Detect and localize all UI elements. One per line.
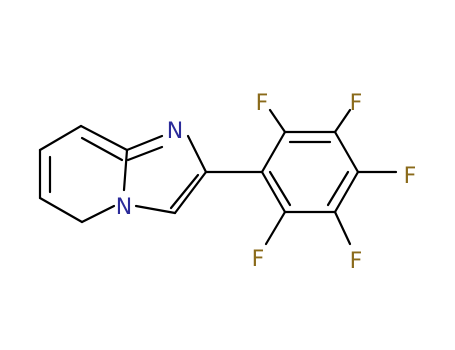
bond-line [260, 170, 287, 214]
bond-line [80, 136, 124, 162]
bond-line [326, 170, 350, 207]
atom-label-f-meta-top: F [350, 91, 363, 116]
bond-line [80, 204, 116, 224]
bond-line [173, 170, 208, 215]
atom-label-f-ortho-top: F [256, 91, 269, 116]
bond-layer [38, 108, 398, 246]
bond-line [268, 170, 292, 207]
bond-line [260, 130, 287, 174]
bond-line [38, 196, 84, 224]
bond-line [333, 210, 352, 246]
atom-label-n-bridgehead: N [116, 195, 132, 220]
atom-label-f-para: F [404, 164, 417, 189]
bond-line [333, 170, 360, 214]
bond-line [186, 134, 208, 174]
bond-line [264, 210, 287, 246]
atom-label-n-imine: N [167, 119, 183, 144]
bond-line [79, 124, 129, 152]
bond-line [268, 108, 287, 134]
bond-line [122, 148, 129, 192]
atom-label-f-ortho-bottom: F [252, 247, 265, 272]
bond-line [333, 108, 352, 134]
bond-line [38, 124, 83, 152]
bond-line [169, 173, 200, 210]
bond-line [126, 145, 164, 162]
bond-line [333, 130, 360, 174]
bond-line [125, 134, 164, 152]
bond-line [134, 204, 177, 215]
atom-label-f-meta-bottom: F [350, 249, 363, 274]
